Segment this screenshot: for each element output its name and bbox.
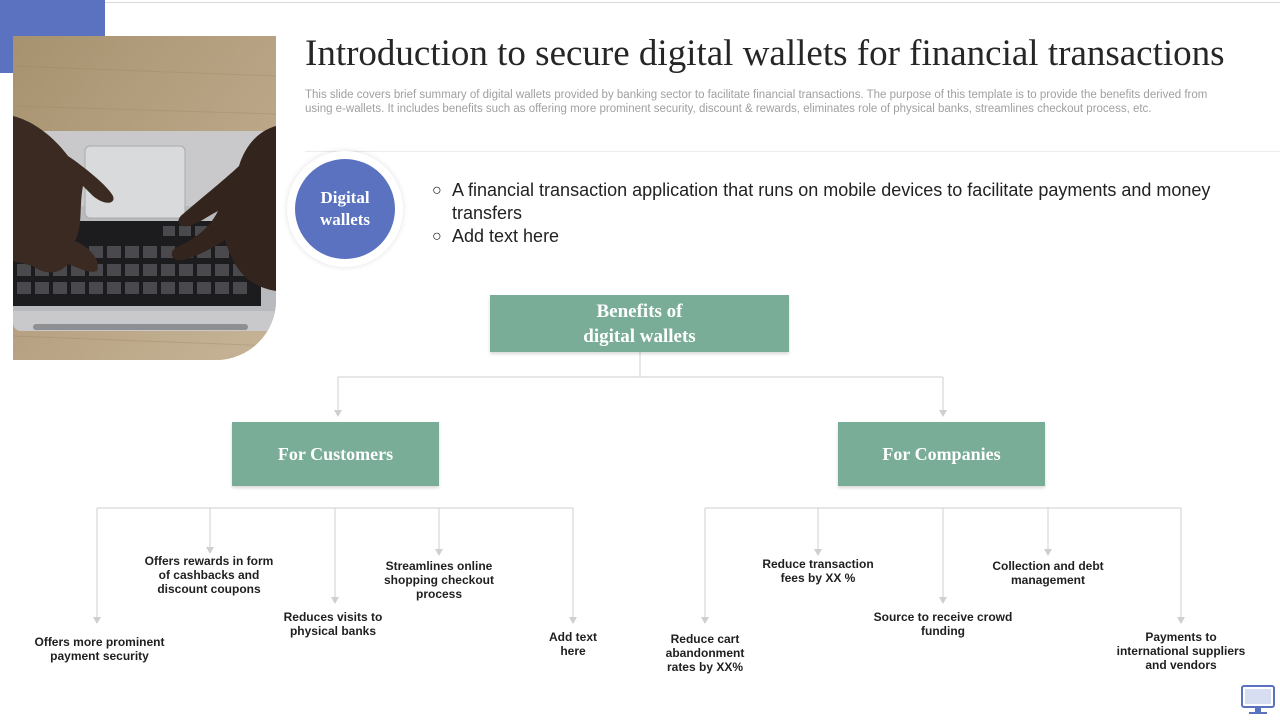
company-benefit-crowd-funding: Source to receive crowd funding (873, 610, 1013, 638)
page-subtitle: This slide covers brief summary of digit… (305, 89, 1208, 115)
badge-line-2: wallets (319, 210, 371, 229)
badge-line-1: Digital (320, 188, 370, 207)
page-title: Introduction to secure digital wallets f… (305, 33, 1225, 74)
for-companies-box: For Companies (838, 422, 1045, 486)
bullet-text: A financial transaction application that… (452, 180, 1211, 223)
monitor-icon (1240, 684, 1276, 716)
customer-benefit-checkout: Streamlines online shopping checkout pro… (383, 559, 494, 601)
top-divider (105, 2, 1280, 3)
circle-bullet-icon: ○ (432, 182, 442, 199)
company-benefit-cart-abandonment: Reduce cart abandonment rates by XX% (665, 632, 745, 674)
company-benefit-transaction-fees: Reduce transaction fees by XX % (762, 557, 874, 585)
bullet-text: Add text here (452, 226, 560, 246)
bullet-item: ○ A financial transaction application th… (432, 179, 1232, 225)
bullet-item: ○ Add text here (432, 225, 1232, 248)
customer-benefit-placeholder: Add text here (549, 630, 597, 658)
benefits-root-box: Benefits of digital wallets (490, 295, 789, 352)
customer-benefit-fewer-bank-visits: Reduces visits to physical banks (283, 610, 383, 638)
root-line-2: digital wallets (583, 325, 696, 347)
root-line-1: Benefits of (596, 300, 683, 322)
circle-bullet-icon: ○ (432, 228, 442, 245)
customer-benefit-security: Offers more prominent payment security (34, 635, 165, 663)
for-customers-box: For Customers (232, 422, 439, 486)
customer-benefit-rewards: Offers rewards in form of cashbacks and … (144, 554, 274, 596)
company-benefit-international-payments: Payments to international suppliers and … (1116, 630, 1246, 672)
digital-wallets-badge: Digital wallets (295, 159, 395, 259)
laptop-photo (13, 36, 276, 360)
company-benefit-debt-management: Collection and debt management (992, 559, 1104, 587)
header-divider (305, 151, 1280, 152)
definition-bullets: ○ A financial transaction application th… (432, 179, 1232, 248)
